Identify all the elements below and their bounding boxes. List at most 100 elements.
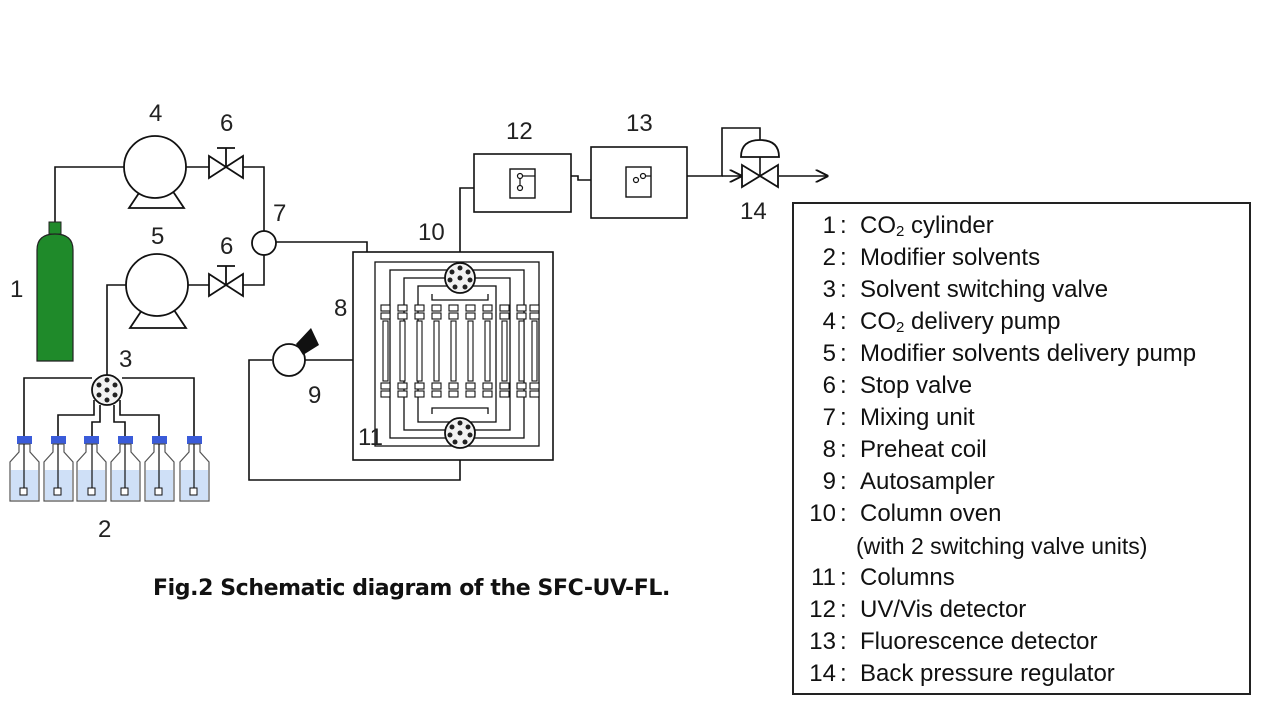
legend-text: Autosampler — [860, 468, 995, 495]
legend-number: 5 — [822, 340, 836, 367]
legend-item: 4: CO2 delivery pump — [794, 306, 1249, 338]
legend-description: UV/Vis detector — [860, 594, 1026, 626]
legend-text: cylinder — [904, 212, 994, 239]
legend-text: Modifier solvents delivery pump — [860, 340, 1197, 367]
legend-item: 7: Mixing unit — [794, 402, 1249, 434]
legend-description: (with 2 switching valve units) — [856, 530, 1147, 562]
legend-item: 13: Fluorescence detector — [794, 626, 1249, 658]
legend-item: 9:Autosampler — [794, 466, 1249, 498]
back-pressure-regulator-icon — [740, 139, 780, 189]
label-6b: 6 — [220, 233, 233, 260]
legend-item: 14:Back pressure regulator — [794, 658, 1249, 690]
column-icon — [431, 304, 442, 398]
label-1: 1 — [10, 276, 23, 303]
legend-colon: : — [840, 212, 847, 239]
label-8: 8 — [334, 295, 347, 322]
legend-description: Modifier solvents delivery pump — [860, 338, 1196, 370]
legend-item: 11:Columns — [794, 562, 1249, 594]
legend-colon: : — [840, 596, 847, 623]
label-2: 2 — [98, 516, 111, 543]
legend-text: Column oven — [860, 500, 1002, 527]
legend-number: 8 — [822, 436, 836, 463]
legend-item: 10:Column oven — [794, 498, 1249, 530]
legend-description: Columns — [860, 562, 955, 594]
legend-text: Solvent switching valve — [860, 276, 1109, 303]
legend-formula: CO — [860, 308, 896, 335]
solvent-bottles — [9, 436, 210, 502]
legend-item: 6:Stop valve — [794, 370, 1249, 402]
column-icon — [465, 304, 476, 398]
legend-description: CO2 cylinder — [860, 210, 994, 242]
legend-item: 12:UV/Vis detector — [794, 594, 1249, 626]
legend-number: 2 — [822, 244, 836, 271]
legend-text: Mixing unit — [860, 404, 975, 431]
legend-description: Back pressure regulator — [860, 658, 1115, 690]
solvent-bottle-icon — [179, 436, 210, 502]
legend-text: Back pressure regulator — [860, 660, 1115, 687]
label-7: 7 — [273, 200, 286, 227]
legend-colon: : — [840, 308, 847, 335]
legend-text: Fluorescence detector — [860, 628, 1098, 655]
label-3: 3 — [119, 346, 132, 373]
legend-description: Stop valve — [860, 370, 972, 402]
legend-description: Fluorescence detector — [860, 626, 1097, 658]
legend-number: 7 — [822, 404, 836, 431]
column-icon — [414, 304, 425, 398]
legend-text: Columns — [860, 564, 955, 591]
figure-caption: Fig.2 Schematic diagram of the SFC-UV-FL… — [153, 576, 670, 601]
component-number-labels: 1 2 3 4 5 6 6 7 8 9 10 11 12 13 14 — [10, 100, 767, 543]
label-10: 10 — [418, 219, 445, 246]
legend-number: 1 — [822, 212, 836, 239]
legend-colon: : — [840, 500, 847, 527]
label-14: 14 — [740, 198, 767, 225]
legend-colon: : — [840, 404, 847, 431]
legend-description: CO2 delivery pump — [860, 306, 1060, 338]
column-icon — [482, 304, 493, 398]
legend-number: 13 — [809, 628, 836, 655]
solvent-bottle-icon — [9, 436, 40, 502]
legend-number: 4 — [822, 308, 836, 335]
fluorescence-detector-icon — [590, 146, 688, 219]
solvent-bottle-icon — [76, 436, 107, 502]
legend-text: Preheat coil — [860, 436, 987, 463]
legend-item: 8: Preheat coil — [794, 434, 1249, 466]
label-6a: 6 — [220, 110, 233, 137]
label-12: 12 — [506, 118, 533, 145]
legend-item: 5: Modifier solvents delivery pump — [794, 338, 1249, 370]
mixing-unit-icon — [251, 230, 277, 256]
legend-description: Modifier solvents — [860, 242, 1040, 274]
legend-number: 11 — [811, 564, 836, 591]
column-icon — [397, 304, 408, 398]
legend-number: 3 — [822, 276, 836, 303]
column-icon — [448, 304, 459, 398]
columns — [380, 304, 540, 398]
legend-colon: : — [840, 660, 847, 687]
legend-item: 3:Solvent switching valve — [794, 274, 1249, 306]
column-icon — [380, 304, 391, 398]
modifier-pump-icon — [125, 253, 189, 329]
legend-item: 1: CO2 cylinder — [794, 210, 1249, 242]
column-icon — [516, 304, 527, 398]
legend-subscript: 2 — [896, 319, 905, 336]
co2-pump-icon — [123, 135, 187, 209]
uv-vis-detector-icon — [473, 153, 572, 213]
legend-colon: : — [840, 372, 847, 399]
legend-colon: : — [840, 340, 847, 367]
legend-description: Solvent switching valve — [860, 274, 1108, 306]
column-icon — [529, 304, 540, 398]
legend-description: Column oven — [860, 498, 1001, 530]
column-switching-valve-bottom-icon — [444, 417, 476, 449]
legend-formula: CO — [860, 212, 896, 239]
legend-colon: : — [840, 244, 847, 271]
legend-text: (with 2 switching valve units) — [856, 533, 1148, 559]
column-switching-valve-top-icon — [444, 262, 476, 294]
legend-colon: : — [840, 468, 847, 495]
legend-text: UV/Vis detector — [860, 596, 1027, 623]
legend-description: Mixing unit — [860, 402, 975, 434]
stop-valve-lower-icon — [208, 265, 244, 298]
legend-text: delivery pump — [904, 308, 1061, 335]
legend-colon: : — [840, 436, 847, 463]
legend-colon: : — [840, 628, 847, 655]
